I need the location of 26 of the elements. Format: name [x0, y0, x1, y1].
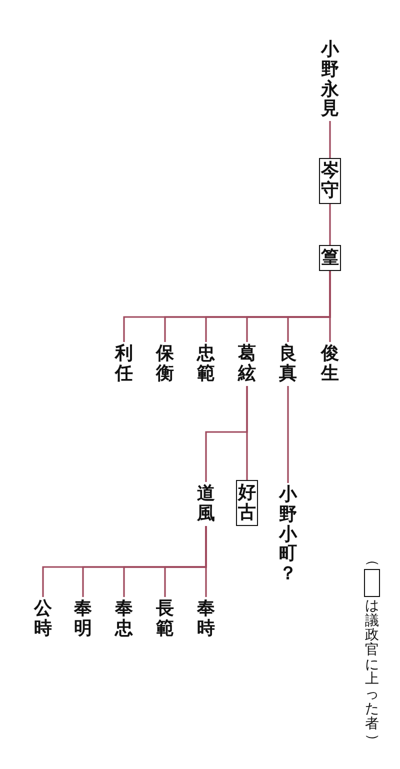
lineage-line — [329, 204, 331, 245]
legend-text: は議政官に上った者 — [365, 599, 379, 732]
boxed-name: 岑守 — [319, 158, 341, 204]
person-name: 利任 — [114, 342, 134, 386]
person-name: 良真 — [278, 342, 298, 386]
lineage-line — [287, 386, 289, 483]
lineage-line — [123, 271, 331, 342]
person-name: 小野小町？ — [278, 483, 298, 586]
person-name: 長範 — [155, 597, 175, 641]
person-name: 奉忠 — [114, 597, 134, 641]
person-name: 奉時 — [196, 597, 216, 641]
parenthesis: ） — [364, 733, 380, 748]
person-name: 忠範 — [196, 342, 216, 386]
person-name: 保衡 — [155, 342, 175, 386]
lineage-line — [42, 526, 207, 597]
boxed-name: 篁 — [319, 245, 341, 271]
boxed-name: 好古 — [236, 480, 258, 526]
person-name: 奉明 — [73, 597, 93, 641]
person-name: 小野永見 — [320, 38, 340, 122]
parenthesis: （ — [364, 552, 380, 566]
person-name: 俊生 — [320, 342, 340, 386]
person-name: 道風 — [196, 482, 216, 526]
person-name: 葛絃 — [237, 342, 257, 386]
person-name: 公時 — [33, 597, 53, 641]
lineage-line — [329, 121, 331, 158]
lineage-line — [205, 386, 248, 482]
